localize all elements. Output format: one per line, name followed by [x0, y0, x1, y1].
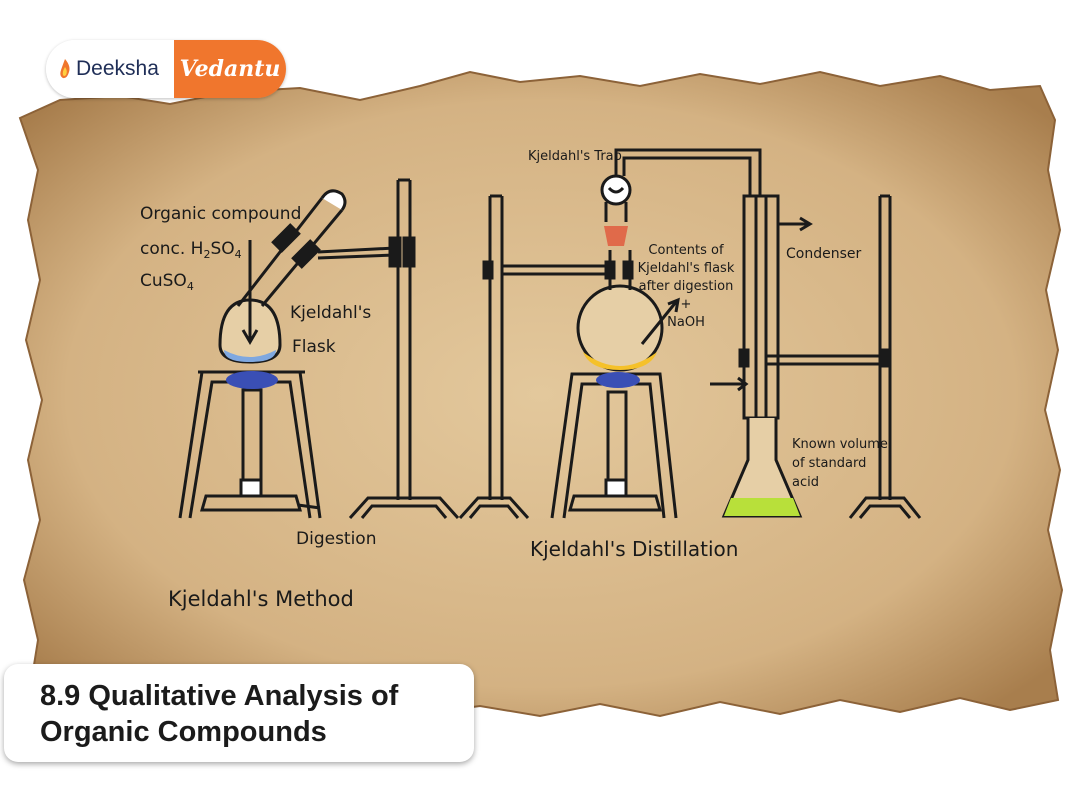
kjeldahl-trap: [600, 174, 632, 206]
vedantu-text: Vedantu: [179, 56, 281, 82]
label-contents-2: Kjeldahl's flask: [638, 261, 735, 276]
deeksha-logo: Deeksha: [46, 40, 174, 98]
brand-logo[interactable]: Deeksha Vedantu: [46, 40, 286, 98]
label-contents-1: Contents of: [648, 243, 724, 258]
label-known-1: Known volume: [792, 437, 888, 452]
section-caption: 8.9 Qualitative Analysis of Organic Comp…: [4, 664, 474, 762]
retort-stand-left: [396, 178, 412, 500]
trap-stopper: [604, 226, 628, 246]
flame-icon: [60, 59, 70, 79]
label-condenser: Condenser: [786, 246, 861, 262]
yellow-liquid: [583, 352, 657, 370]
label-method: Kjeldahl's Method: [168, 587, 354, 611]
label-organic-compound: Organic compound: [140, 204, 301, 224]
green-liquid: [724, 498, 800, 516]
retort-stand-mid: [488, 194, 504, 500]
pointer-arrow-right: [640, 297, 680, 345]
label-kjeldahls: Kjeldahl's: [290, 303, 371, 323]
caption-line-1: 8.9 Qualitative Analysis of: [40, 680, 399, 712]
pointer-arrow-left: [241, 240, 259, 345]
retort-stand-right: [878, 194, 892, 500]
vedantu-logo: Vedantu: [174, 40, 286, 98]
deeksha-text: Deeksha: [76, 57, 159, 80]
label-conc-h2so4: conc. H2SO4: [140, 239, 242, 261]
label-digestion: Digestion: [296, 529, 376, 549]
label-contents-4: +: [681, 297, 692, 312]
caption-line-2: Organic Compounds: [40, 716, 327, 748]
label-known-3: acid: [792, 475, 819, 490]
label-distillation: Kjeldahl's Distillation: [530, 537, 738, 561]
distillation-apparatus: [458, 148, 922, 520]
label-cuso4: CuSO4: [140, 271, 194, 293]
label-flask: Flask: [292, 337, 336, 357]
label-contents-5: NaOH: [667, 315, 705, 330]
flame-left: [226, 371, 278, 389]
parchment-background: [18, 70, 1064, 718]
blue-liquid: [224, 350, 276, 362]
label-known-2: of standard: [792, 456, 866, 471]
flame-mid: [596, 372, 640, 388]
label-contents-3: after digestion: [639, 279, 734, 294]
label-trap: Kjeldahl's Trap: [528, 149, 622, 164]
